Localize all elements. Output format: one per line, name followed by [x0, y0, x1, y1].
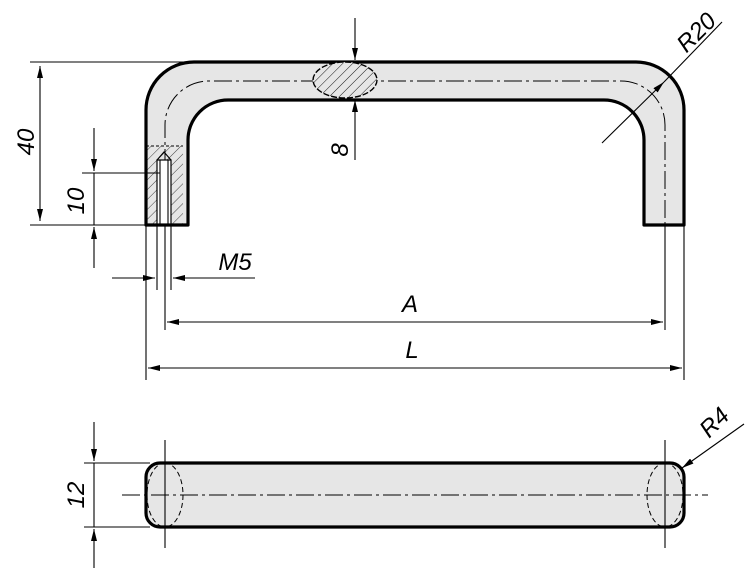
dimension-label-8: 8 — [327, 143, 354, 157]
dimension-a: A — [164, 225, 666, 330]
top-view: 12 R4 — [63, 402, 745, 568]
thread-section — [146, 145, 183, 225]
dimension-label-l: L — [405, 337, 418, 364]
handle-centerline — [164, 80, 666, 225]
front-view: 40 10 8 R20 M5 — [13, 7, 723, 380]
radius-r4: R4 — [681, 402, 745, 469]
dimension-40: 40 — [13, 61, 200, 226]
thread-m5: M5 — [112, 225, 255, 290]
dimension-label-a: A — [400, 291, 418, 318]
thread-bore — [156, 159, 172, 225]
bar-cross-section — [312, 61, 378, 99]
radius-label-r20: R20 — [672, 7, 723, 58]
handle-body — [144, 60, 686, 227]
dimension-l: L — [145, 225, 685, 380]
radius-label-r4: R4 — [694, 402, 735, 443]
dimension-8: 8 — [327, 18, 358, 160]
thread-label-m5: M5 — [218, 249, 252, 276]
dimension-label-10: 10 — [63, 187, 90, 214]
dimension-label-40: 40 — [13, 128, 40, 155]
dimension-12: 12 — [63, 422, 150, 568]
dimension-10: 10 — [63, 128, 160, 268]
dimension-label-12: 12 — [63, 482, 90, 509]
